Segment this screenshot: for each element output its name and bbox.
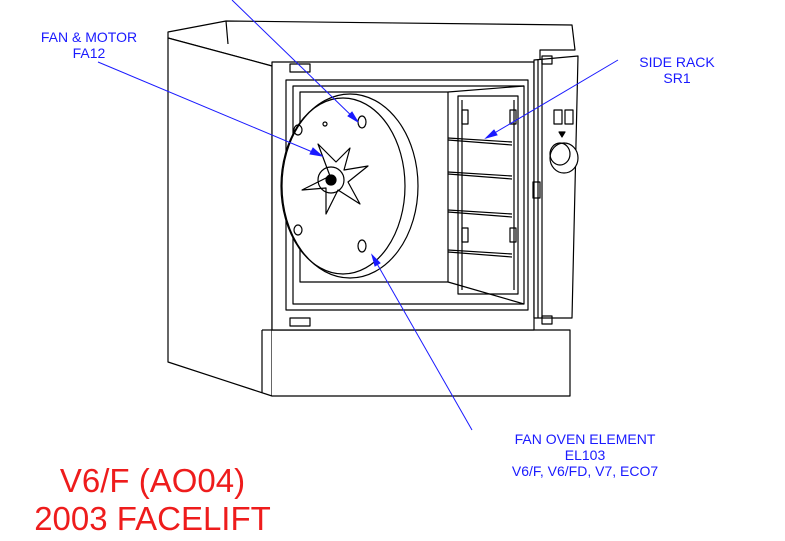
label-fan-motor: FAN & MOTOR FA12 [14,29,164,61]
leader-line-fan-element [371,254,473,431]
control-knob [549,142,579,174]
leader-line-fan-motor [97,61,323,157]
label-fan-motor-name: FAN & MOTOR [40,29,138,45]
cabinet-left-side [167,37,273,397]
label-fan-motor-code: FA12 [72,45,106,61]
side-rack-frame [457,95,519,295]
oven-door [533,55,579,319]
model-title-line2: 2003 FACELIFT [34,500,271,537]
leader-line-top [231,0,359,123]
label-fan-element-code: EL103 [564,447,606,463]
rocker-switch [553,109,563,125]
model-title: V6/F (AO04) 2003 FACELIFT [0,462,305,538]
label-fan-element-name: FAN OVEN ELEMENT [514,431,656,447]
label-side-rack-name: SIDE RACK [639,54,715,70]
hinge [289,63,311,73]
leader-line-side-rack [485,59,619,139]
label-fan-element-models: V6/F, V6/FD, V7, ECO7 [511,463,659,479]
label-fan-element: FAN OVEN ELEMENT EL103 V6/F, V6/FD, V7, … [470,431,700,479]
label-side-rack-code: SR1 [663,70,691,86]
side-rack-runner [447,137,513,143]
model-title-line1: V6/F (AO04) [59,462,246,499]
label-side-rack: SIDE RACK SR1 [612,54,742,86]
